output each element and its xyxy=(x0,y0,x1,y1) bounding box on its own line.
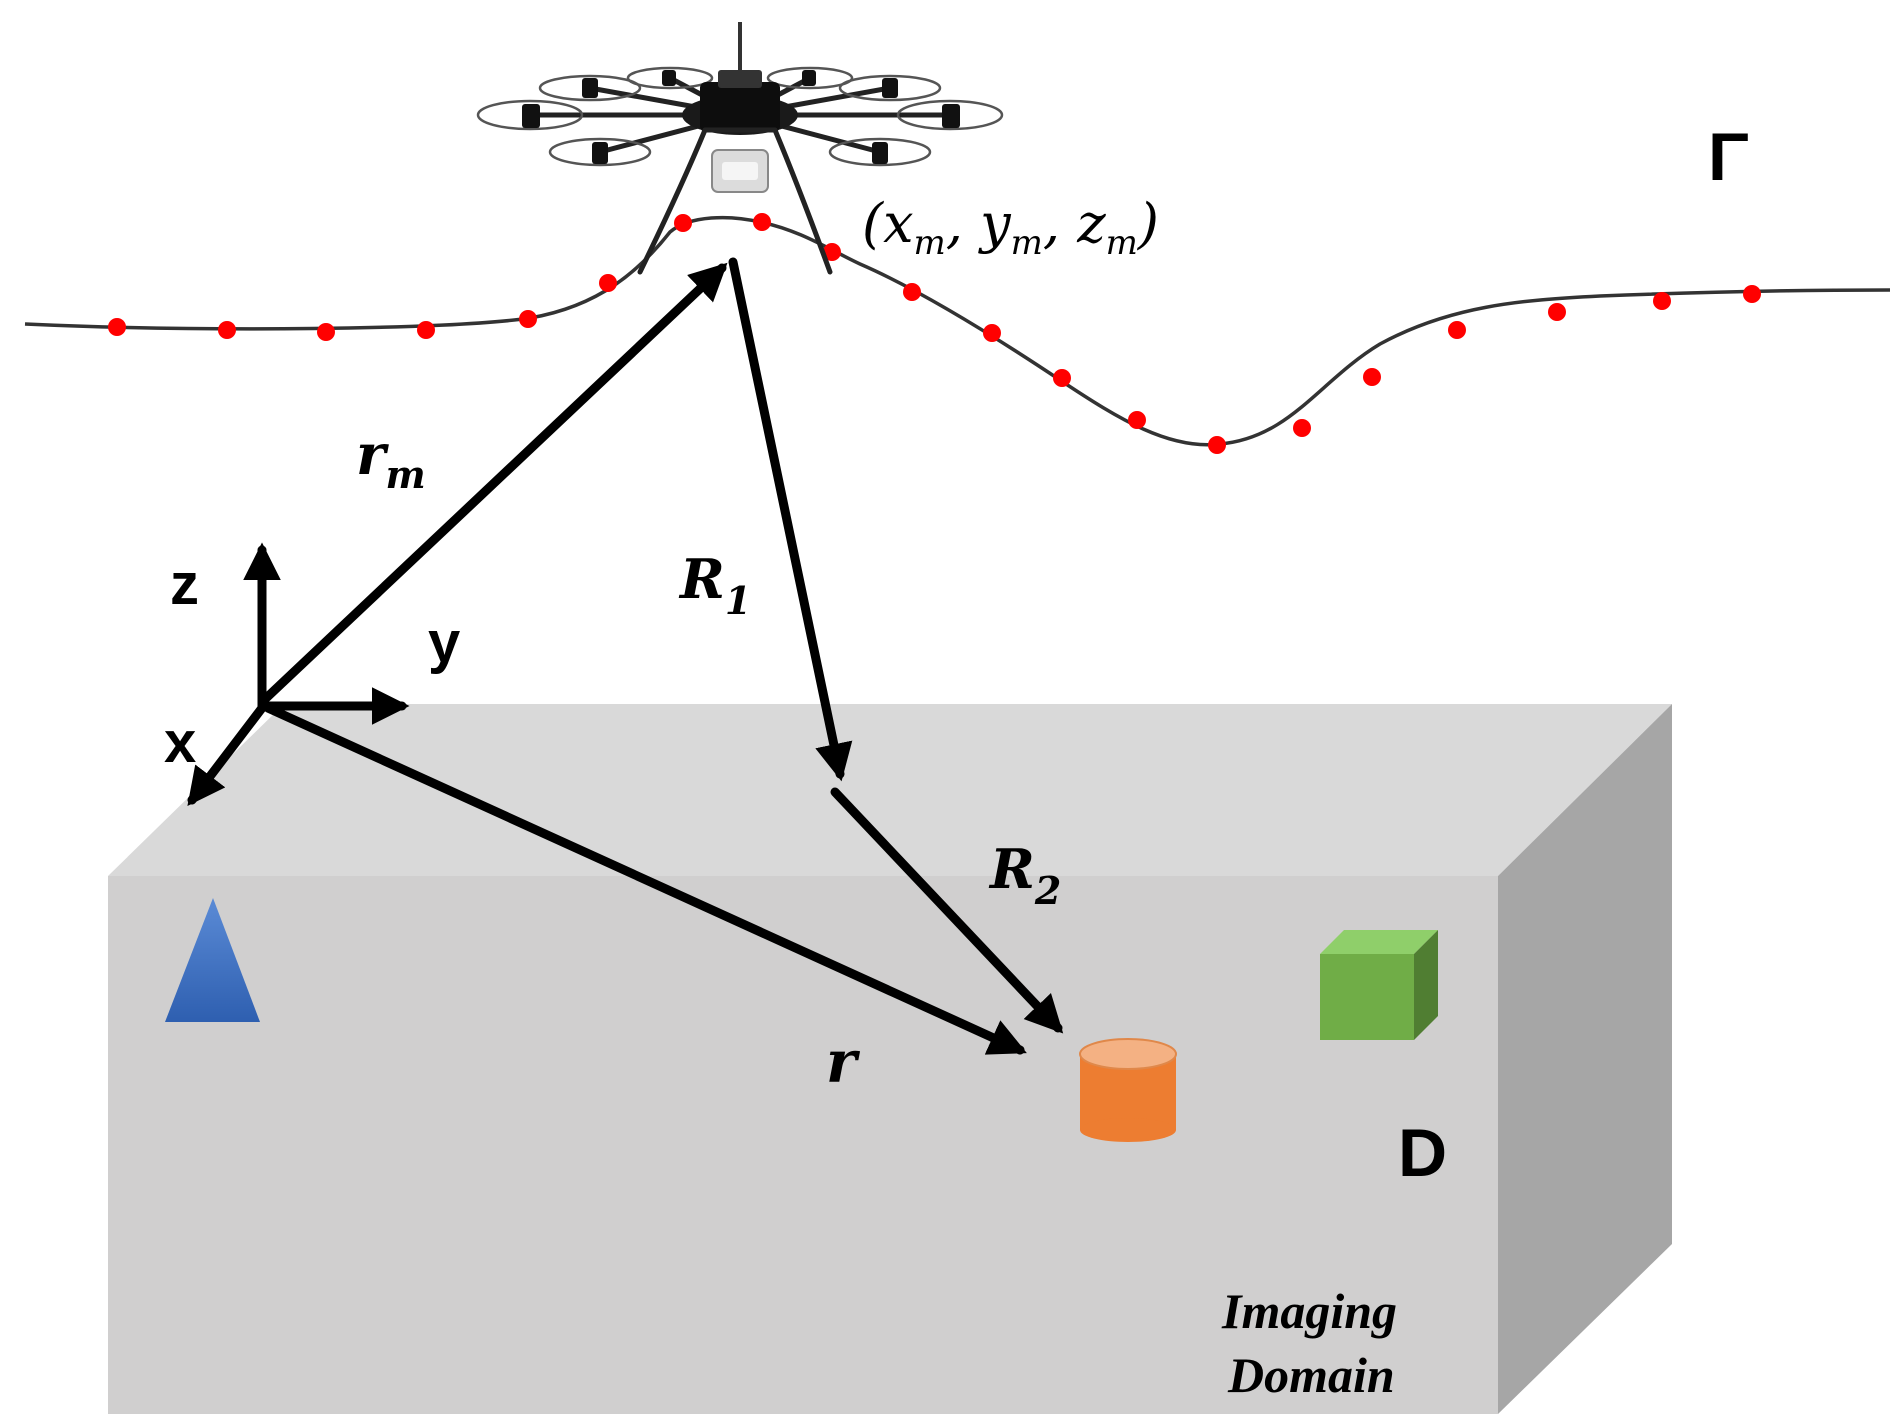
box-top-face xyxy=(108,704,1672,876)
sample-point xyxy=(519,310,537,328)
sample-point xyxy=(1128,411,1146,429)
sample-point xyxy=(983,324,1001,342)
sample-point xyxy=(417,321,435,339)
sample-point xyxy=(317,323,335,341)
blue-pyramid-target xyxy=(165,898,260,1022)
drone-position-label: (xm, ym, zm) xyxy=(862,192,1159,263)
R1-label: R1 xyxy=(678,547,751,623)
imaging-domain-box xyxy=(108,704,1672,1414)
sample-point xyxy=(218,321,236,339)
sample-points xyxy=(108,213,1761,454)
imaging-domain-line2: Domain xyxy=(1227,1347,1395,1403)
gamma-label: Γ xyxy=(1708,119,1749,195)
sample-point xyxy=(1293,419,1311,437)
sample-point xyxy=(1053,369,1071,387)
r-label: r xyxy=(826,1028,861,1096)
R2-label: R2 xyxy=(988,837,1061,913)
arrow-R1 xyxy=(728,257,853,782)
green-cube-target xyxy=(1320,930,1438,1040)
sample-point xyxy=(1548,303,1566,321)
arrow-R2 xyxy=(830,787,1064,1034)
sample-point xyxy=(1743,285,1761,303)
sample-point xyxy=(674,214,692,232)
coordinate-axes xyxy=(187,542,410,807)
box-side-face xyxy=(1498,704,1672,1414)
sample-point xyxy=(1363,368,1381,386)
octocopter-drone-icon xyxy=(476,22,1004,275)
arrow-r-m xyxy=(257,262,728,707)
vector-arrows xyxy=(257,257,1064,1055)
axis-y-label: y xyxy=(428,610,460,675)
axis-x-arrow xyxy=(187,703,267,807)
sample-point xyxy=(1208,436,1226,454)
sample-point xyxy=(1448,321,1466,339)
sample-point xyxy=(903,283,921,301)
box-front-face xyxy=(108,876,1498,1414)
sample-point xyxy=(599,274,617,292)
sample-point xyxy=(823,243,841,261)
arrow-r xyxy=(263,703,1027,1055)
axis-x-label: x xyxy=(164,710,196,775)
orange-cylinder-target xyxy=(1079,1038,1177,1142)
sample-point xyxy=(108,318,126,336)
sample-point xyxy=(1653,292,1671,310)
domain-D-label: D xyxy=(1398,1115,1447,1191)
r-m-label: rm xyxy=(356,422,426,497)
axis-z-label: z xyxy=(170,552,199,617)
sample-point xyxy=(753,213,771,231)
imaging-domain-line1: Imaging xyxy=(1221,1283,1397,1339)
